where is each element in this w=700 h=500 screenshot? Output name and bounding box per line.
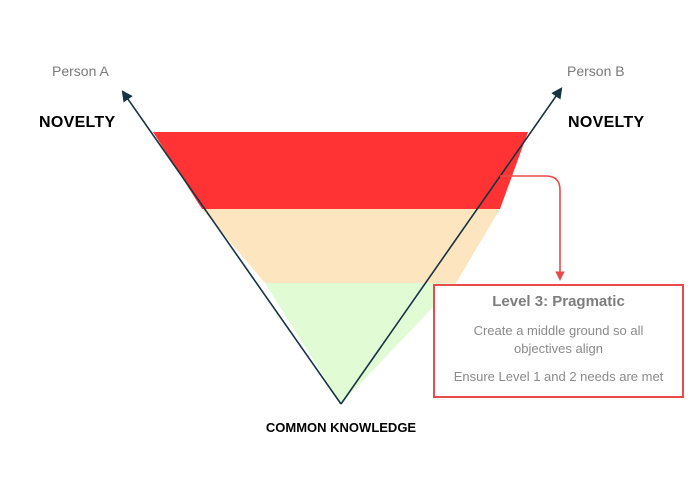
- level-callout-box: Level 3: Pragmatic Create a middle groun…: [433, 284, 684, 398]
- novelty-left-label: NOVELTY: [39, 114, 116, 131]
- person-b-label: Person B: [567, 63, 625, 79]
- right-axis-arrow: [340, 87, 563, 405]
- layer-middle: [202, 209, 500, 283]
- level-note: Ensure Level 1 and 2 needs are met: [453, 369, 664, 384]
- layer-bottom: [265, 283, 456, 404]
- layer-top: [153, 132, 528, 209]
- common-knowledge-label: COMMON KNOWLEDGE: [265, 420, 417, 435]
- novelty-right-label: NOVELTY: [568, 114, 645, 131]
- level-title: Level 3: Pragmatic: [492, 293, 625, 310]
- person-a-label: Person A: [52, 63, 109, 79]
- callout-connector-arrow: [500, 175, 565, 281]
- left-axis-arrow: [121, 90, 342, 405]
- level-description: Create a middle ground so all objectives…: [473, 323, 644, 356]
